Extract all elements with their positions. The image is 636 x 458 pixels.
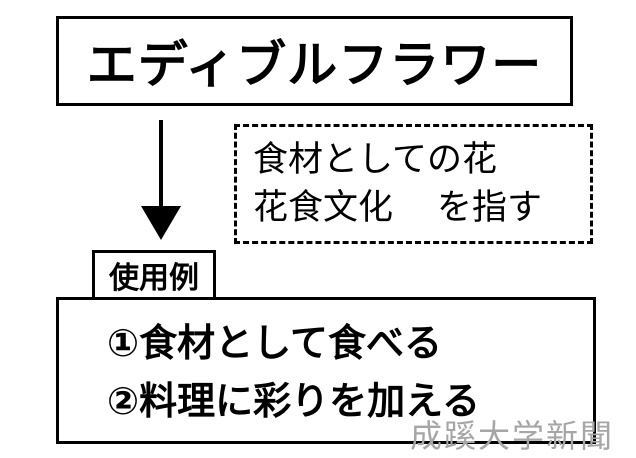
note-box: 食材としての花 花食文化 を指す (234, 124, 593, 244)
note-line-1: 食材としての花 (253, 140, 497, 180)
title-text: エディブルフラワー (86, 36, 543, 94)
note-suffix: を指す (437, 188, 543, 228)
example-item-2: ②料理に彩りを加える (107, 379, 481, 423)
title-box: エディブルフラワー (56, 16, 573, 106)
note-line-2: 花食文化 (253, 188, 394, 228)
example-item-1: ①食材として食べる (107, 321, 443, 365)
down-arrow-icon (141, 120, 181, 240)
watermark: 成蹊大学新聞 (410, 417, 615, 455)
example-box: ①食材として食べる ②料理に彩りを加える (56, 297, 596, 444)
usage-tag: 使用例 (92, 250, 216, 300)
usage-tag-text: 使用例 (109, 261, 199, 296)
